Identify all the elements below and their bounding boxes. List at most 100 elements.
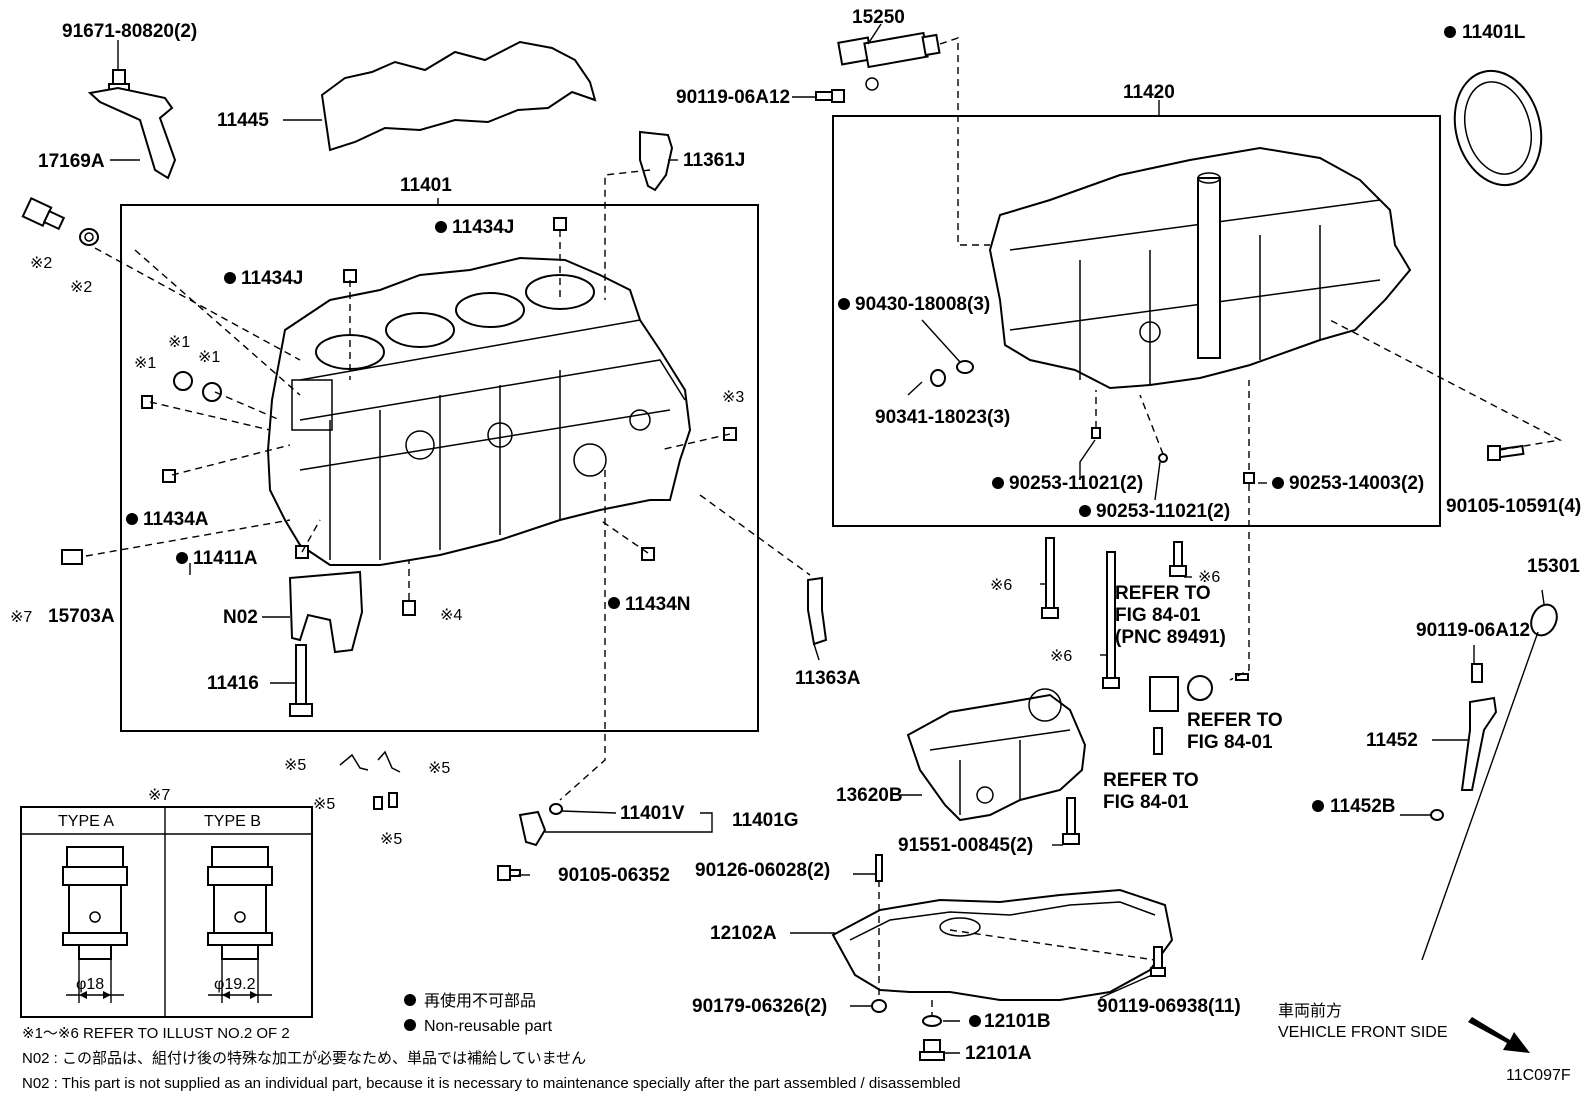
mark-x1-b: ※1 <box>168 334 190 351</box>
fitting-11401G-drawing <box>518 810 547 847</box>
stud-90126-drawing <box>875 854 883 882</box>
refer3-line2: FIG 84-01 <box>1103 792 1189 813</box>
label-11411A: 11411A <box>193 548 258 569</box>
bolt-90105-06352-drawing <box>497 865 521 881</box>
non-reusable-dot <box>126 513 138 525</box>
sensor-x2-drawing <box>21 196 99 246</box>
legend-en: Non-reusable part <box>424 1018 553 1035</box>
label-90430: 90430-18008(3) <box>855 294 990 315</box>
label-90126: 90126-06028(2) <box>695 860 830 881</box>
label-15703A: 15703A <box>48 606 115 627</box>
label-11363A: 11363A <box>795 668 861 689</box>
non-reusable-dot <box>1079 505 1091 517</box>
label-12101A: 12101A <box>965 1043 1032 1064</box>
non-reusable-dot <box>224 272 236 284</box>
non-reusable-dot <box>608 597 620 609</box>
non-reusable-dot <box>838 298 850 310</box>
pin-90253-b <box>1158 453 1168 463</box>
label-17169A: 17169A <box>38 151 105 172</box>
legend-dot <box>404 1019 416 1031</box>
type-table-title: ※7 <box>148 787 170 804</box>
pin-11434J-a <box>553 217 567 231</box>
refer2-line2: FIG 84-01 <box>1187 732 1273 753</box>
refer1-line2: FIG 84-01 <box>1115 605 1201 626</box>
label-11452B: 11452B <box>1330 796 1396 817</box>
non-reusable-dot <box>1312 800 1324 812</box>
label-11401L: 11401L <box>1462 22 1526 43</box>
label-11401V: 11401V <box>620 803 685 824</box>
label-11445: 11445 <box>217 110 269 131</box>
label-90105-10591: 90105-10591(4) <box>1446 496 1581 517</box>
label-90119-06938: 90119-06938(11) <box>1097 996 1241 1017</box>
refer2-line1: REFER TO <box>1187 710 1283 731</box>
label-15250: 15250 <box>852 7 905 28</box>
drain-plug-12101A-drawing <box>919 1039 945 1061</box>
label-13620B: 13620B <box>836 785 903 806</box>
o-ring-11401V <box>549 803 563 815</box>
label-90341: 90341-18023(3) <box>875 407 1010 428</box>
plug-x1-b <box>173 371 193 391</box>
bolt-x6-a-drawing <box>1041 537 1059 619</box>
label-N02: N02 <box>223 607 258 628</box>
non-reusable-dot <box>1444 26 1456 38</box>
label-11452: 11452 <box>1366 730 1418 751</box>
nut-90179 <box>871 999 887 1013</box>
legend-dot <box>404 994 416 1006</box>
plug-15703A <box>61 549 83 565</box>
mark-x5-c: ※5 <box>313 796 335 813</box>
front-en: VEHICLE FRONT SIDE <box>1278 1024 1448 1041</box>
cylinder-block-frame <box>120 204 759 732</box>
oil-seal-11401L-drawing <box>1453 69 1543 187</box>
bolt-90119-06A12-drawing <box>815 89 845 103</box>
label-15301: 15301 <box>1527 556 1580 577</box>
bolt-90119-06938-drawing <box>1150 946 1166 977</box>
pin-x4 <box>402 600 416 616</box>
type-a-heading: TYPE A <box>58 813 114 830</box>
front-arrow-icon <box>1468 1017 1530 1053</box>
pin-11434A <box>162 469 176 483</box>
o-ring-11452B <box>1430 809 1444 821</box>
mark-x1-c: ※1 <box>198 349 220 366</box>
label-11401G: 11401G <box>732 810 799 831</box>
label-11434J-b: 11434J <box>241 268 303 289</box>
label-11420: 11420 <box>1123 82 1175 103</box>
mark-x6-b: ※6 <box>1198 569 1220 586</box>
oil-pan-12102A-drawing <box>831 888 1174 1001</box>
type-a-plug-drawing <box>62 846 128 1003</box>
bolt-11416-drawing <box>289 644 313 717</box>
refer1-line1: REFER TO <box>1115 583 1211 604</box>
pin-90253-14003 <box>1243 472 1255 484</box>
legend-jp: 再使用不可部品 <box>424 992 536 1010</box>
note-refer-illust: ※1～※6 REFER TO ILLUST NO.2 OF 2 <box>22 1025 290 1042</box>
label-90105-06352: 90105-06352 <box>558 865 670 886</box>
mark-x6-c: ※6 <box>1050 648 1072 665</box>
mark-x2-b: ※2 <box>70 279 92 296</box>
label-90179: 90179-06326(2) <box>692 996 827 1017</box>
guide-11452-drawing <box>1460 663 1498 791</box>
label-11401: 11401 <box>400 175 452 196</box>
front-jp: 車両前方 <box>1278 1002 1342 1020</box>
o-ring-90430 <box>956 360 974 374</box>
dipstick-15301-drawing <box>1421 603 1558 961</box>
oil-pump-13620B-drawing <box>906 688 1087 822</box>
non-reusable-dot <box>1272 477 1284 489</box>
cover-11445-drawing <box>320 40 597 152</box>
mark-x7: ※7 <box>10 609 32 626</box>
note-n02-en: N02 : This part is not supplied as an in… <box>22 1075 961 1092</box>
plug-x1-c <box>202 382 222 402</box>
non-reusable-dot <box>969 1015 981 1027</box>
non-reusable-dot <box>435 221 447 233</box>
non-reusable-dot <box>992 477 1004 489</box>
label-90119-06A12: 90119-06A12 <box>676 87 790 108</box>
bolt-91671-drawing <box>108 69 130 91</box>
oil-pan-upper-drawing <box>988 146 1412 390</box>
oil-pan-upper-frame <box>832 115 1441 527</box>
label-11434A: 11434A <box>143 509 209 530</box>
figure-id: 11C097F <box>1506 1067 1571 1084</box>
label-11434J-a: 11434J <box>452 217 514 238</box>
mark-x2-a: ※2 <box>30 255 52 272</box>
label-90119-06A12-b: 90119-06A12 <box>1416 620 1530 641</box>
type-table <box>20 806 313 1018</box>
cylinder-block-drawing <box>266 256 692 566</box>
